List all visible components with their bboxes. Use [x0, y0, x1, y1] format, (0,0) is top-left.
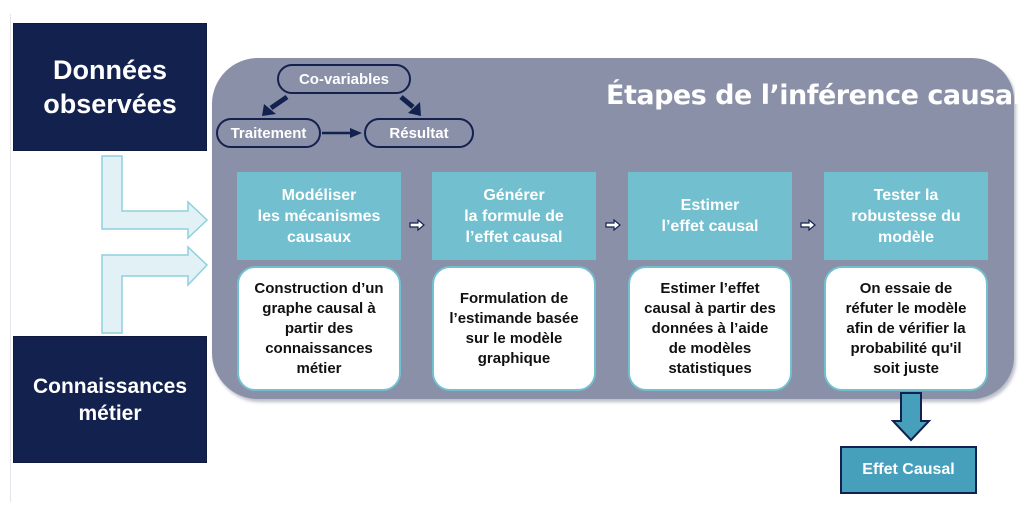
step-3-title-line: l’effet causal [661, 218, 759, 235]
causal-effect-label: Effet Causal [862, 461, 955, 478]
step-2-desc-line: Formulation de [459, 289, 569, 307]
causal-effect-box: Effet Causal [840, 446, 977, 494]
domain-knowledge-line-1: Connaissances [32, 374, 188, 398]
edge-covariates-to-treatment [262, 94, 289, 116]
outcome-label: Résultat [389, 124, 449, 142]
step-4-title-line: Tester la [873, 186, 939, 204]
domain-knowledge-line-2: métier [78, 401, 142, 425]
right-arrow-icon [605, 219, 621, 231]
step-1-desc-line: connaissances [265, 339, 373, 357]
right-arrow-icon [409, 219, 425, 231]
step-4-title-line: robustesse du [851, 207, 961, 225]
page-left-rule [10, 14, 11, 502]
panel-title: Étapes de l’inférence causale [606, 80, 1024, 111]
step-4-title-line: modèle [877, 228, 934, 246]
step-1-desc-line: métier [296, 359, 342, 377]
edge-covariates-to-outcome [399, 95, 421, 116]
step-1-desc-line: Construction d’un [254, 279, 384, 297]
step-3-title-line: Estimer [680, 197, 740, 214]
step-3-desc-line: de modèles [668, 339, 752, 357]
step-3-description: Estimer l’effet causal à partir des donn… [628, 266, 792, 391]
step-3-desc-line: Estimer l’effet [660, 279, 760, 297]
step-2-desc-line: l’estimande basée [449, 309, 579, 327]
step-2-desc-line: sur le modèle [465, 329, 563, 347]
covariates-node: Co-variables [277, 64, 411, 94]
covariates-label: Co-variables [298, 70, 390, 88]
step-1-description: Construction d’un graphe causal à partir… [237, 266, 401, 391]
step-1-desc-line: graphe causal à [262, 299, 376, 317]
step-4-desc-line: réfuter le modèle [845, 299, 967, 317]
treatment-node: Traitement [216, 118, 321, 148]
observed-data-line-1: Données [52, 55, 168, 85]
step-1-title-line: les mécanismes [257, 207, 381, 225]
step-3-desc-line: causal à partir des [644, 299, 776, 317]
step-2-title-line: Générer [483, 186, 545, 204]
step-4-desc-line: afin de vérifier la [846, 319, 966, 337]
step-4-description: On essaie de réfuter le modèle afin de v… [824, 266, 988, 391]
step-4-header: Tester la robustesse du modèle [824, 172, 988, 260]
observed-data-line-2: observées [43, 89, 177, 119]
right-arrow-icon [800, 219, 816, 231]
step-3-desc-line: données à l’aide [651, 319, 769, 337]
step-4-desc-line: probabilité qu'il [850, 339, 962, 357]
step-2-title-line: la formule de [464, 207, 564, 225]
step-3-header: Estimer l’effet causal [628, 172, 792, 260]
step-2-desc-line: graphique [477, 349, 551, 367]
step-4-desc-line: soit juste [873, 359, 939, 377]
treatment-label: Traitement [230, 124, 307, 142]
step-4-desc-line: On essaie de [859, 279, 953, 297]
bent-arrow-icon [101, 245, 209, 334]
step-2-header: Générer la formule de l’effet causal [432, 172, 596, 260]
domain-knowledge-box: Connaissances métier [13, 336, 207, 463]
step-1-header: Modéliser les mécanismes causaux [237, 172, 401, 260]
edge-treatment-to-outcome [322, 128, 362, 138]
step-1-desc-line: partir des [284, 319, 354, 337]
step-1-title-line: causaux [286, 228, 352, 246]
observed-data-box: Données observées [13, 23, 207, 151]
step-2-description: Formulation de l’estimande basée sur le … [432, 266, 596, 391]
step-3-desc-line: statistiques [668, 359, 752, 377]
bent-arrow-icon [101, 155, 209, 240]
step-1-title-line: Modéliser [281, 186, 357, 204]
outcome-node: Résultat [364, 118, 474, 148]
step-2-title-line: l’effet causal [465, 228, 563, 246]
